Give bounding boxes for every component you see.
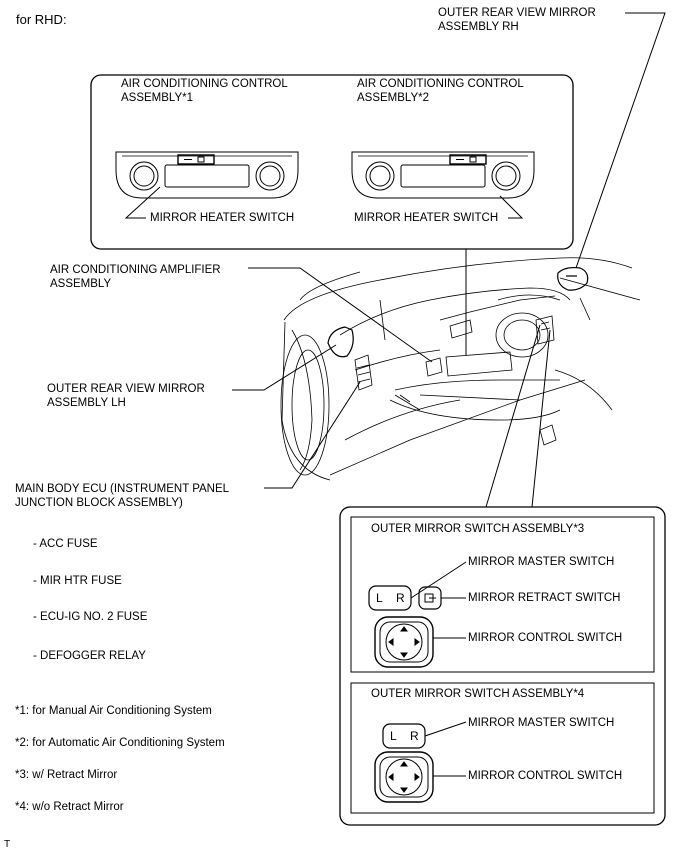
- footnote: *4: w/o Retract Mirror: [15, 801, 124, 813]
- switch4-control-label: MIRROR CONTROL SWITCH: [468, 770, 623, 782]
- fuse-item: - ACC FUSE: [33, 538, 98, 550]
- footnote: *3: w/ Retract Mirror: [15, 769, 118, 781]
- switch3-master-label: MIRROR MASTER SWITCH: [468, 556, 615, 568]
- corner-mark: T: [4, 839, 11, 850]
- amplifier-leader: [248, 267, 433, 363]
- fuse-item: - MIR HTR FUSE: [33, 575, 122, 587]
- main-ecu-label-2: JUNCTION BLOCK ASSEMBLY): [15, 497, 183, 509]
- switch-box-leader-right: [531, 329, 551, 508]
- switch4-master-leader: [424, 721, 467, 737]
- switch3-key-l: L: [376, 591, 383, 605]
- switch3-control-pad: [374, 616, 434, 668]
- mirror-lh-leader: [232, 344, 337, 391]
- mirror-lh-label-1: OUTER REAR VIEW MIRROR: [47, 383, 205, 395]
- manual-heater-leader: [124, 186, 161, 219]
- switch4-control-pad: [374, 751, 434, 803]
- amplifier-label-1: AIR CONDITIONING AMPLIFIER: [50, 264, 221, 276]
- manual-ac-panel: [115, 151, 299, 199]
- switch4-master-label: MIRROR MASTER SWITCH: [468, 717, 615, 729]
- switch4-box: [350, 682, 655, 814]
- switch-box-leader-left: [485, 324, 541, 508]
- variant-label: for RHD:: [16, 12, 67, 27]
- fuse-item: - ECU-IG NO. 2 FUSE: [33, 611, 148, 623]
- manual-ac-title-1: AIR CONDITIONING CONTROL: [121, 78, 288, 90]
- footnote: *1: for Manual Air Conditioning System: [15, 705, 212, 717]
- mirror-rh-leader: [575, 12, 666, 269]
- car-interior-sketch: [280, 257, 641, 481]
- auto-heater-leader: [499, 195, 524, 219]
- footnote: *2: for Automatic Air Conditioning Syste…: [15, 737, 225, 749]
- switch3-box: [350, 516, 655, 673]
- main-ecu-label-1: MAIN BODY ECU (INSTRUMENT PANEL: [15, 483, 230, 495]
- switch3-retract-label: MIRROR RETRACT SWITCH: [468, 592, 621, 604]
- auto-heater-switch-label: MIRROR HEATER SWITCH: [354, 212, 499, 224]
- ac-control-frame: [90, 74, 574, 250]
- auto-ac-title-2: ASSEMBLY*2: [357, 92, 430, 104]
- switch3-key-r: R: [396, 591, 405, 605]
- switch3-title: OUTER MIRROR SWITCH ASSEMBLY*3: [371, 523, 585, 535]
- main-ecu-leader: [264, 381, 361, 489]
- auto-ac-panel: [351, 151, 535, 199]
- auto-ac-title-1: AIR CONDITIONING CONTROL: [357, 78, 524, 90]
- manual-ac-title-2: ASSEMBLY*1: [121, 92, 194, 104]
- fuse-item: - DEFOGGER RELAY: [33, 650, 146, 662]
- switch4-key-r: R: [410, 729, 419, 743]
- mirror-rh-label-1: OUTER REAR VIEW MIRROR: [438, 7, 596, 19]
- switch3-control-label: MIRROR CONTROL SWITCH: [468, 632, 623, 644]
- switch-assembly-frame: [339, 506, 666, 826]
- manual-heater-switch-label: MIRROR HEATER SWITCH: [150, 212, 295, 224]
- switch4-title: OUTER MIRROR SWITCH ASSEMBLY*4: [371, 688, 585, 700]
- retract-icon: [424, 593, 436, 603]
- mirror-rh-label-2: ASSEMBLY RH: [438, 21, 519, 33]
- mirror-lh-label-2: ASSEMBLY LH: [47, 397, 126, 409]
- switch3-master-leader: [410, 561, 467, 599]
- switch4-key-l: L: [390, 729, 397, 743]
- amplifier-label-2: ASSEMBLY: [50, 278, 112, 290]
